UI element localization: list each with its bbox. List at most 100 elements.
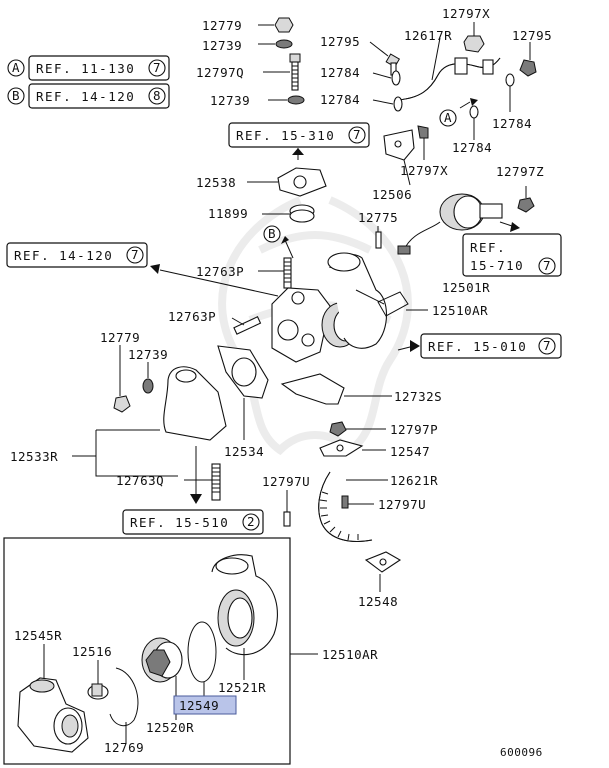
gasket-12534[interactable] <box>217 345 269 440</box>
nut-12779-top[interactable] <box>258 17 294 33</box>
svg-text:7: 7 <box>543 258 551 273</box>
label-12545r[interactable]: 12545R <box>14 628 62 643</box>
label-12797u[interactable]: 12797U <box>378 497 426 512</box>
label-12795[interactable]: 12795 <box>512 28 552 43</box>
ring-11899[interactable] <box>262 204 315 223</box>
stud-12763p-lower[interactable] <box>231 316 262 335</box>
nut-12779-left[interactable] <box>113 345 131 413</box>
bolt-12797u-right[interactable] <box>341 495 374 509</box>
elbow-12533r[interactable] <box>96 366 227 441</box>
label-12516[interactable]: 12516 <box>72 644 112 659</box>
marker-b-callout[interactable]: B <box>263 225 294 259</box>
label-12732s[interactable]: 12732S <box>394 389 442 404</box>
washer-12784-d[interactable] <box>469 105 479 140</box>
label-12763p[interactable]: 12763P <box>168 309 216 324</box>
ref-index: 7 <box>153 60 161 75</box>
label-12797x[interactable]: 12797X <box>400 163 448 178</box>
marker-b-icon <box>7 87 25 105</box>
label-12795[interactable]: 12795 <box>320 34 360 49</box>
turbocharger-12510ar[interactable] <box>271 252 409 363</box>
label-12784[interactable]: 12784 <box>320 65 360 80</box>
label-12549[interactable]: 12549 <box>179 698 219 713</box>
label-12538[interactable]: 12538 <box>196 175 236 190</box>
gasket-12548[interactable] <box>364 551 402 592</box>
label-12521r[interactable]: 12521R <box>218 680 266 695</box>
label-12621r[interactable]: 12621R <box>390 473 438 488</box>
label-12779[interactable]: 12779 <box>100 330 140 345</box>
oil-return-pipe-12621r[interactable] <box>318 471 388 542</box>
bracket-12732s[interactable] <box>280 373 392 405</box>
label-12506[interactable]: 12506 <box>372 187 412 202</box>
cartridge-12520r[interactable] <box>141 637 183 720</box>
marker-a-callout[interactable]: A <box>439 98 478 127</box>
bolt-12797z[interactable] <box>499 186 535 232</box>
label-12510ar[interactable]: 12510AR <box>322 647 378 662</box>
label-12617r[interactable]: 12617R <box>404 28 452 43</box>
ref-14-120-b[interactable]: REF. 14-120 7 <box>6 242 148 268</box>
svg-text:A: A <box>444 110 452 125</box>
label-12520r[interactable]: 12520R <box>146 720 194 735</box>
label-12797q[interactable]: 12797Q <box>196 65 244 80</box>
gasket-12538[interactable] <box>247 167 327 197</box>
stud-12797q[interactable] <box>263 53 301 91</box>
bolt-12795-left[interactable] <box>369 41 401 76</box>
label-12739[interactable]: 12739 <box>210 93 250 108</box>
label-12784[interactable]: 12784 <box>320 92 360 107</box>
ref-15-010[interactable]: REF. 15-010 7 <box>397 333 562 359</box>
svg-text:REF. 14-120: REF. 14-120 <box>14 248 113 263</box>
ref-15-310[interactable]: REF. 15-310 7 <box>228 122 370 160</box>
washer-12739-top[interactable] <box>258 39 293 49</box>
label-12797z[interactable]: 12797Z <box>496 164 544 179</box>
ref-15-510[interactable]: REF. 15-510 2 <box>122 509 264 535</box>
svg-text:15-710: 15-710 <box>470 258 524 273</box>
bolt-12795-right[interactable] <box>519 42 537 77</box>
label-12779[interactable]: 12779 <box>202 18 242 33</box>
housing-12521r[interactable] <box>211 554 278 680</box>
pin-12775[interactable] <box>375 226 382 249</box>
washer-12784-c[interactable] <box>505 73 515 112</box>
svg-text:7: 7 <box>353 127 361 142</box>
label-12548[interactable]: 12548 <box>358 594 398 609</box>
gasket-12547[interactable] <box>319 439 386 457</box>
label-12769[interactable]: 12769 <box>104 740 144 755</box>
label-12784[interactable]: 12784 <box>492 116 532 131</box>
clamp-12516[interactable] <box>87 660 109 700</box>
bolt-12797x-bottom[interactable] <box>417 125 429 160</box>
label-12775[interactable]: 12775 <box>358 210 398 225</box>
label-12739[interactable]: 12739 <box>202 38 242 53</box>
figure-id: 600096 <box>500 746 543 759</box>
snap-ring-12769[interactable] <box>109 667 139 744</box>
label-12547[interactable]: 12547 <box>390 444 430 459</box>
washer-12739-left[interactable] <box>142 362 154 394</box>
label-12534[interactable]: 12534 <box>224 444 264 459</box>
housing-12545r[interactable] <box>17 644 89 753</box>
ref-legend-a[interactable]: A REF. 11-130 7 <box>7 55 170 81</box>
bolt-12797p[interactable] <box>329 421 386 437</box>
label-12533r[interactable]: 12533R <box>10 449 58 464</box>
ref-index-circle <box>148 59 166 77</box>
label-12510ar[interactable]: 12510AR <box>432 303 488 318</box>
bracket-12506[interactable] <box>383 129 415 186</box>
svg-text:7: 7 <box>543 338 551 353</box>
label-12763p[interactable]: 12763P <box>196 264 244 279</box>
ref-legend-b[interactable]: B REF. 14-120 8 <box>7 83 170 109</box>
oil-pipe-12617r[interactable] <box>397 37 501 101</box>
bolt-12797x-top[interactable] <box>463 22 485 53</box>
label-12797u[interactable]: 12797U <box>262 474 310 489</box>
stud-12763q[interactable] <box>184 463 221 501</box>
label-12763q[interactable]: 12763Q <box>116 473 164 488</box>
label-12501r[interactable]: 12501R <box>442 280 490 295</box>
ref-15-710[interactable]: REF. 15-710 7 <box>462 233 562 277</box>
washer-12784-b[interactable] <box>372 96 403 112</box>
bolt-12797u-left[interactable] <box>283 490 291 527</box>
label-12797p[interactable]: 12797P <box>390 422 438 437</box>
label-12784[interactable]: 12784 <box>452 140 492 155</box>
stud-12763p-upper[interactable] <box>258 257 292 289</box>
washer-12739-mid[interactable] <box>268 95 305 105</box>
label-11899[interactable]: 11899 <box>208 206 248 221</box>
o-ring-12549[interactable] <box>187 621 217 696</box>
label-12739[interactable]: 12739 <box>128 347 168 362</box>
washer-12784-a[interactable] <box>372 70 401 86</box>
label-12797x[interactable]: 12797X <box>442 6 490 21</box>
